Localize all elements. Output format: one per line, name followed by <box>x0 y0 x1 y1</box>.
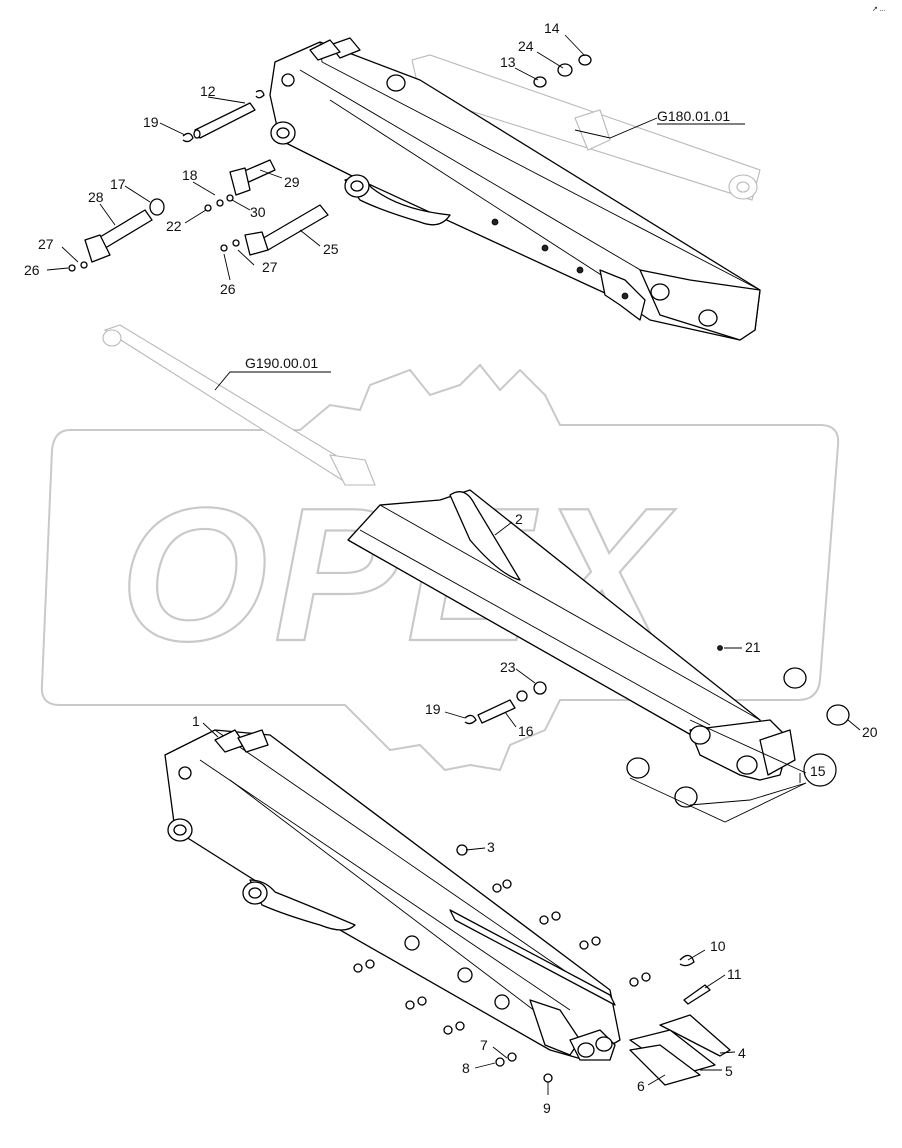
ghost-cylinder-top <box>411 54 761 201</box>
callout-6: 6 <box>637 1078 645 1094</box>
callout-21: 21 <box>745 639 761 655</box>
ref-mid-cylinder: G190.00.01 <box>245 355 318 371</box>
callout-27-left: 27 <box>38 236 54 252</box>
callout-5: 5 <box>725 1063 733 1079</box>
pin-25 <box>244 204 329 256</box>
washer-17 <box>149 198 165 216</box>
callout-28: 28 <box>88 189 104 205</box>
pin-28 <box>84 209 153 263</box>
callout-24: 24 <box>518 38 534 54</box>
callout-15: 15 <box>810 763 826 779</box>
top-boom-assembly <box>68 37 761 341</box>
callout-17: 17 <box>110 176 126 192</box>
callout-4: 4 <box>738 1045 746 1061</box>
ghost-cylinder-mid <box>102 324 376 486</box>
callout-1: 1 <box>192 713 200 729</box>
pin-16 <box>477 699 516 724</box>
callout-26-left: 26 <box>24 262 40 278</box>
callout-3: 3 <box>487 839 495 855</box>
callout-26-right: 26 <box>220 281 236 297</box>
callout-19-mid: 19 <box>425 701 441 717</box>
wear-strips <box>629 1014 731 1086</box>
callout-10: 10 <box>710 938 726 954</box>
callout-25: 25 <box>323 241 339 257</box>
callout-8: 8 <box>462 1060 470 1076</box>
callout-30: 30 <box>250 204 266 220</box>
leader-lines <box>46 34 861 1095</box>
bolts-bottom <box>353 844 651 1083</box>
callout-19-top: 19 <box>143 114 159 130</box>
ref-top-cylinder: G180.01.01 <box>657 108 730 124</box>
callout-7: 7 <box>480 1037 488 1053</box>
callout-29: 29 <box>284 174 300 190</box>
callout-16: 16 <box>518 723 534 739</box>
callout-12: 12 <box>200 83 216 99</box>
callout-27-right: 27 <box>262 259 278 275</box>
callout-14: 14 <box>544 20 560 36</box>
callout-labels: 14 24 13 12 19 17 18 28 29 22 30 27 26 2… <box>24 20 878 1116</box>
clip-19-top <box>182 132 194 143</box>
callout-18: 18 <box>182 167 198 183</box>
callout-13: 13 <box>500 54 516 70</box>
callout-23: 23 <box>500 659 516 675</box>
corner-mark: ↗ ... <box>872 6 886 13</box>
callout-11: 11 <box>727 966 742 982</box>
callout-22: 22 <box>166 218 182 234</box>
callout-20: 20 <box>862 724 878 740</box>
callout-9: 9 <box>543 1100 551 1116</box>
bushings-15 <box>626 667 850 808</box>
bottom-boom-assembly <box>164 729 731 1086</box>
plate-29 <box>229 159 276 196</box>
callout-2: 2 <box>515 511 523 527</box>
pin-12 <box>193 102 256 139</box>
